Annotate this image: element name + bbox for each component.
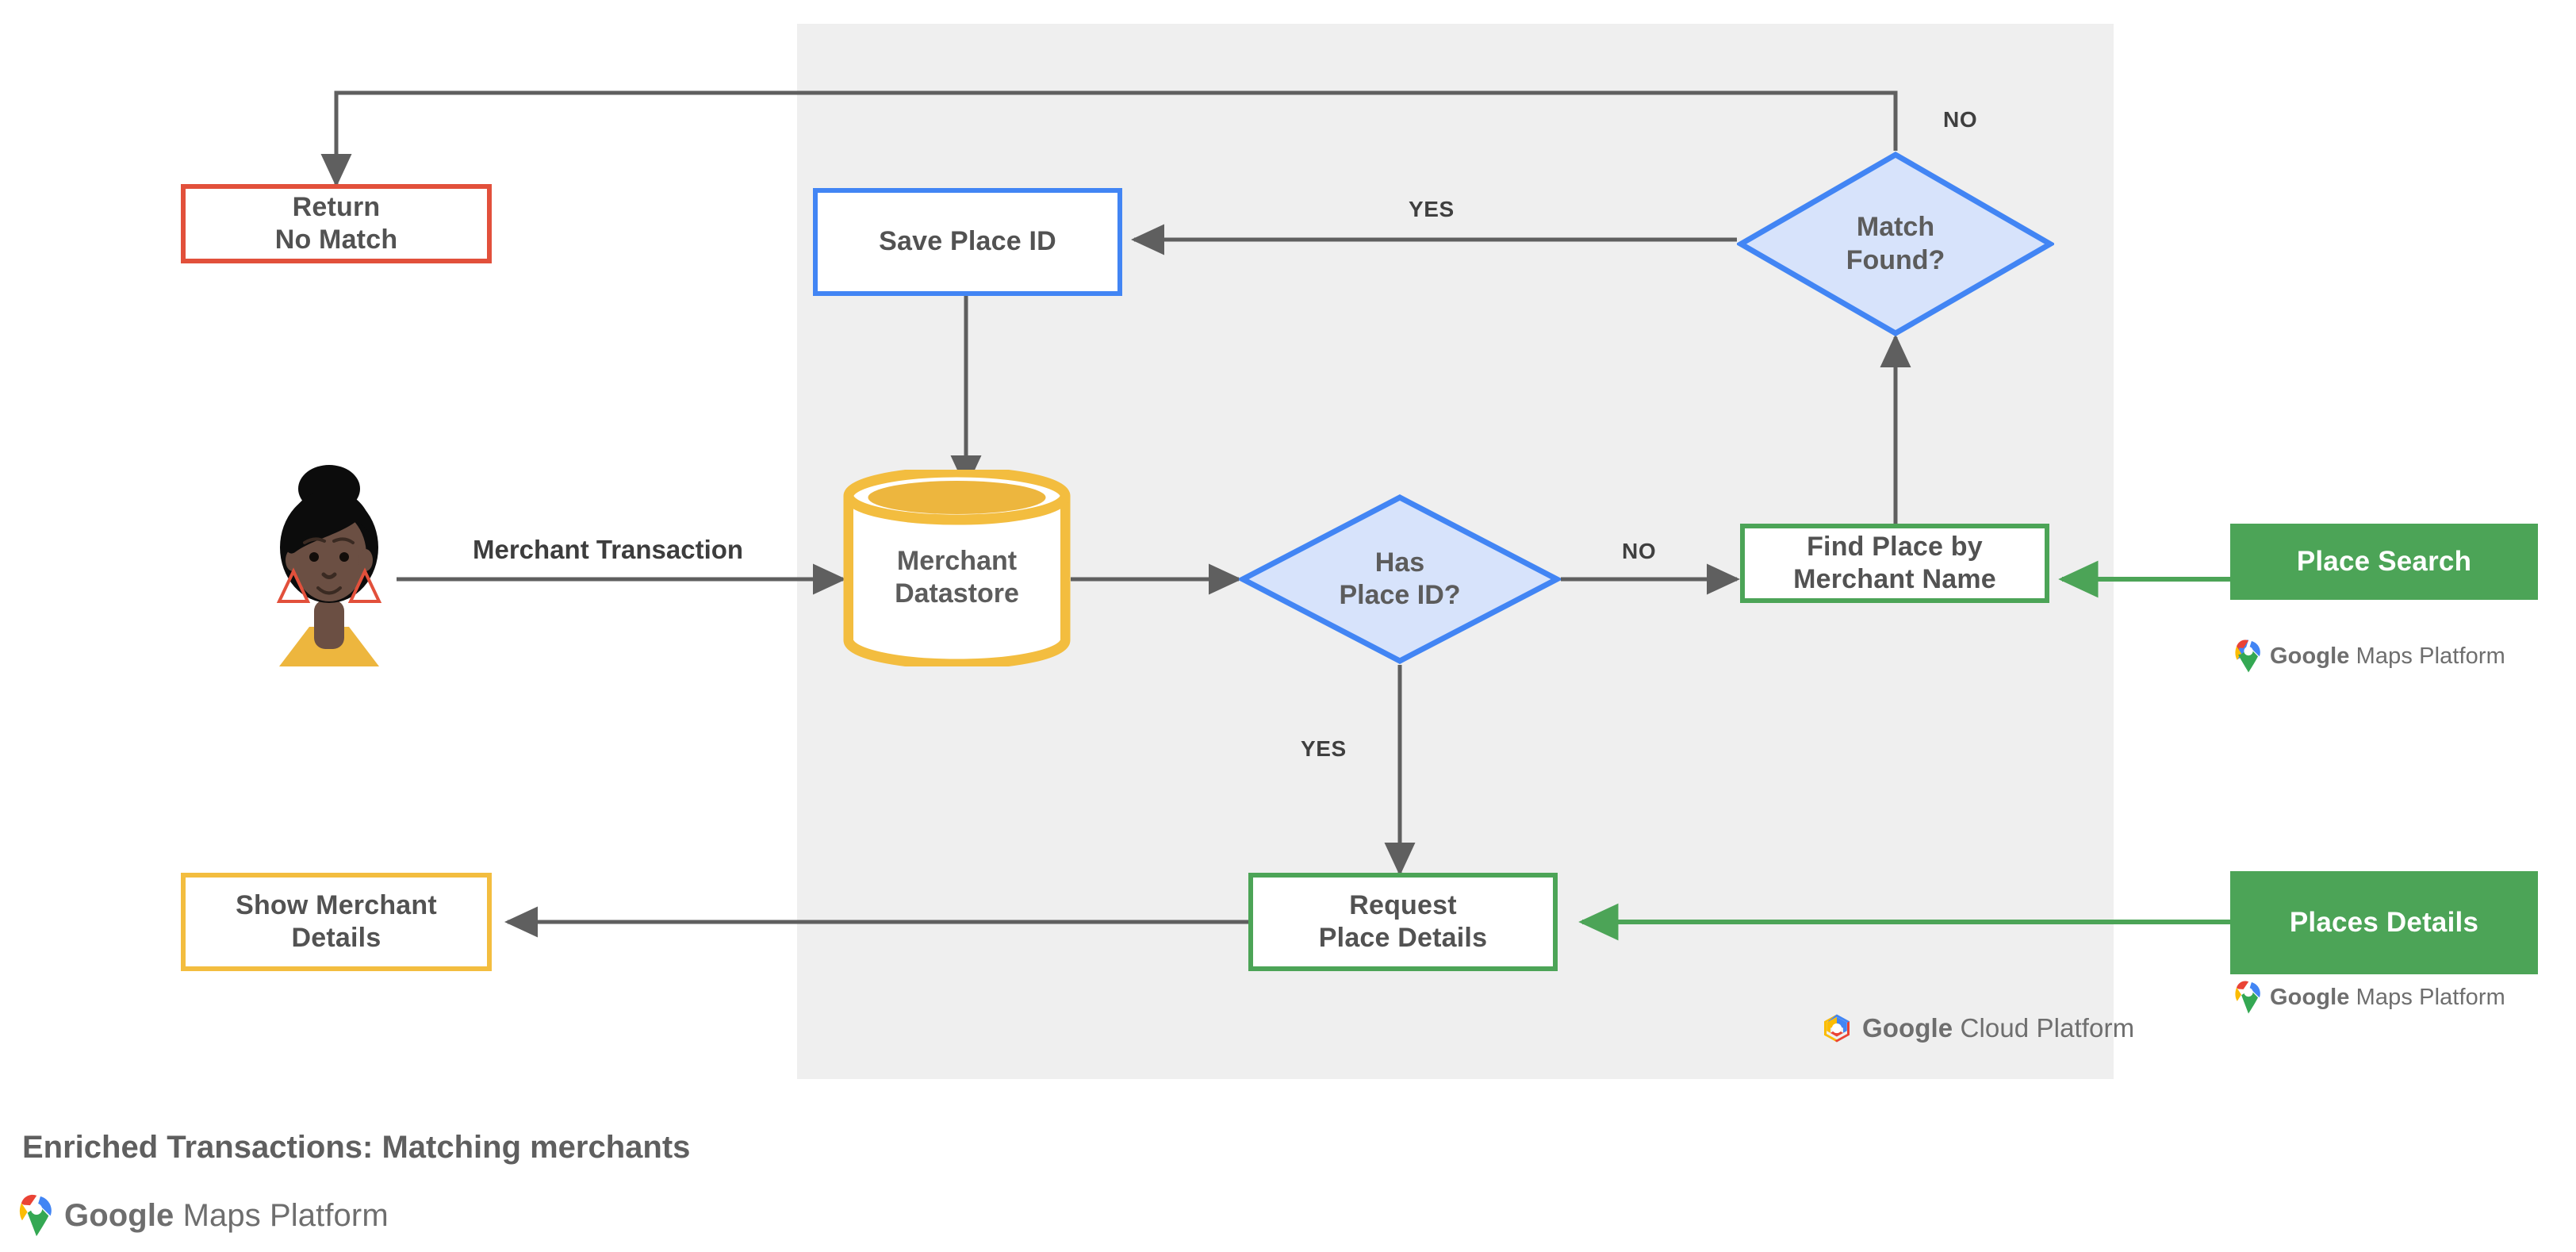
node-show-merchant-details[interactable]: Show Merchant Details xyxy=(181,873,492,971)
match-found-diamond-shape xyxy=(1735,151,2057,337)
node-show-merchant-details-label: Show Merchant Details xyxy=(236,889,437,953)
node-match-found[interactable]: Match Found? xyxy=(1735,151,2057,337)
node-merchant-datastore-label: Merchant Datastore xyxy=(895,545,1019,609)
node-request-place-details-label: Request Place Details xyxy=(1318,889,1488,953)
button-places-details-label: Places Details xyxy=(2289,907,2479,938)
node-save-place-id-label: Save Place ID xyxy=(879,226,1056,257)
node-has-place-id[interactable]: Has Place ID? xyxy=(1236,494,1563,665)
button-place-search[interactable]: Place Search xyxy=(2230,524,2538,600)
has-place-id-diamond-shape xyxy=(1236,494,1563,664)
maps-platform-logo-places-details: Google Maps Platform xyxy=(2235,980,2505,1015)
google-maps-pin-icon xyxy=(2235,981,2260,1014)
node-match-found-label: Match Found? xyxy=(1846,212,1945,275)
node-find-place-label: Find Place by Merchant Name xyxy=(1793,531,1996,594)
google-maps-pin-icon xyxy=(2235,639,2260,673)
node-return-no-match[interactable]: Return No Match xyxy=(181,184,492,263)
node-return-no-match-label: Return No Match xyxy=(274,191,398,255)
edge-label-has-place-id-no: NO xyxy=(1622,539,1657,563)
datastore-cylinder-shape xyxy=(843,467,1071,670)
node-save-place-id[interactable]: Save Place ID xyxy=(813,188,1122,296)
google-maps-pin-icon xyxy=(19,1194,52,1237)
node-request-place-details[interactable]: Request Place Details xyxy=(1248,873,1558,971)
google-cloud-platform-logo-text: Google Cloud Platform xyxy=(1862,1013,2135,1043)
maps-platform-logo-place-search: Google Maps Platform xyxy=(2235,639,2505,674)
google-cloud-platform-logo: Google Cloud Platform xyxy=(1820,1012,2134,1045)
page-title: Enriched Transactions: Matching merchant… xyxy=(22,1130,691,1165)
node-has-place-id-label: Has Place ID? xyxy=(1339,547,1461,610)
node-find-place-by-merchant-name[interactable]: Find Place by Merchant Name xyxy=(1740,524,2049,603)
button-places-details[interactable]: Places Details xyxy=(2230,871,2538,974)
user-avatar xyxy=(262,459,397,673)
maps-platform-logo-text: Google Maps Platform xyxy=(2270,984,2505,1010)
edge-label-match-found-yes: YES xyxy=(1409,197,1455,221)
google-cloud-hexagon-icon xyxy=(1824,1014,1850,1043)
edge-label-merchant-transaction: Merchant Transaction xyxy=(473,535,744,564)
person-avatar-icon xyxy=(276,465,382,666)
edge-label-match-found-no: NO xyxy=(1943,107,1978,132)
maps-platform-logo-text: Google Maps Platform xyxy=(64,1197,389,1233)
maps-platform-logo-text: Google Maps Platform xyxy=(2270,643,2505,669)
edge-label-has-place-id-yes: YES xyxy=(1301,736,1347,761)
button-place-search-label: Place Search xyxy=(2296,546,2472,577)
maps-platform-logo-footer: Google Maps Platform xyxy=(19,1193,389,1238)
node-merchant-datastore[interactable]: Merchant Datastore xyxy=(843,467,1071,670)
